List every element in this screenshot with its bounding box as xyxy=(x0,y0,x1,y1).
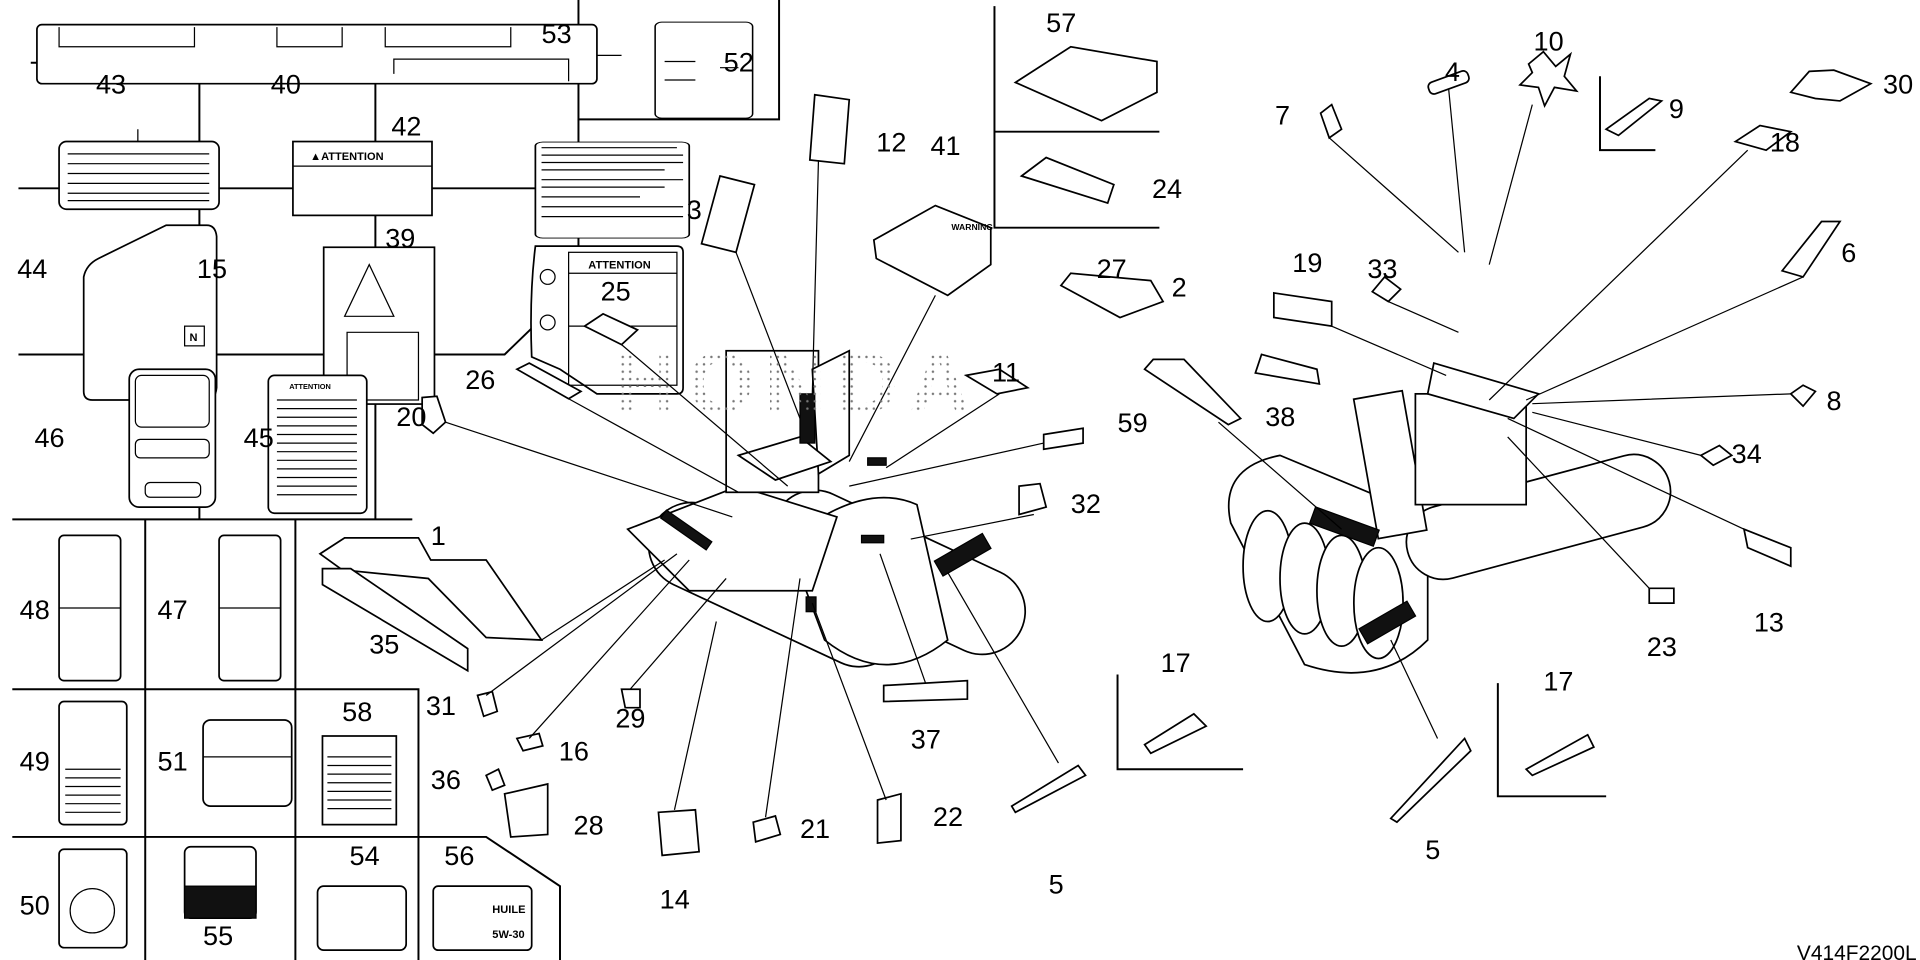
callout-22: 22 xyxy=(933,801,963,832)
callout-23: 23 xyxy=(1647,631,1677,662)
callout-49: 49 xyxy=(20,745,50,776)
callout-7: 7 xyxy=(1275,99,1290,130)
label-55 xyxy=(183,845,257,920)
callout-17: 17 xyxy=(1161,647,1191,678)
callout-46: 46 xyxy=(34,422,64,453)
callout-26: 26 xyxy=(465,364,495,395)
callout-53: 53 xyxy=(542,18,572,49)
neutral-text-44: N xyxy=(190,332,198,344)
callout-32: 32 xyxy=(1071,488,1101,519)
callout-55: 55 xyxy=(203,920,233,951)
callout-42: 42 xyxy=(391,110,421,141)
callout-45: 45 xyxy=(244,422,274,453)
label-42 xyxy=(534,141,691,239)
callout-18: 18 xyxy=(1770,126,1800,157)
callout-47: 47 xyxy=(158,594,188,625)
callout-15: 15 xyxy=(197,253,227,284)
label-45: ATTENTION xyxy=(267,374,368,515)
callout-59: 59 xyxy=(1118,407,1148,438)
callout-17: 17 xyxy=(1543,665,1573,696)
callout-44: 44 xyxy=(17,253,47,284)
callout-10: 10 xyxy=(1534,25,1564,56)
snowblower-rear-view xyxy=(1227,361,1672,674)
attention-text-39: ATTENTION xyxy=(588,259,650,271)
callout-50: 50 xyxy=(20,889,50,920)
label-58 xyxy=(321,735,398,826)
callout-25: 25 xyxy=(601,275,631,306)
callout-54: 54 xyxy=(350,840,380,871)
label-43 xyxy=(58,129,220,211)
callout-3: 3 xyxy=(687,194,702,225)
label-50 xyxy=(58,848,128,949)
honda-watermark: HONDA xyxy=(615,335,980,431)
callout-21: 21 xyxy=(800,813,830,844)
label-52 xyxy=(654,21,754,119)
callout-38: 38 xyxy=(1265,401,1295,432)
attention-text-40: ▲ATTENTION xyxy=(310,151,383,163)
callout-14: 14 xyxy=(660,883,690,914)
callout-41: 41 xyxy=(930,130,960,161)
callout-35: 35 xyxy=(369,629,399,660)
label-53-strip xyxy=(36,23,622,85)
label-46 xyxy=(128,368,217,508)
attention-text-45: ATTENTION xyxy=(289,382,331,391)
label-51 xyxy=(202,719,293,808)
callout-6: 6 xyxy=(1841,237,1856,268)
callout-2: 2 xyxy=(1172,272,1187,303)
callout-16: 16 xyxy=(559,736,589,767)
callout-27: 27 xyxy=(1097,253,1127,284)
callout-20: 20 xyxy=(396,401,426,432)
label-54 xyxy=(316,885,408,952)
callout-52: 52 xyxy=(724,46,754,77)
callout-31: 31 xyxy=(426,690,456,721)
callout-5: 5 xyxy=(1049,869,1064,900)
oil-grade-text-56: 5W-30 xyxy=(492,929,524,941)
label-47 xyxy=(218,534,282,682)
callout-5: 5 xyxy=(1425,834,1440,865)
callout-34: 34 xyxy=(1732,438,1762,469)
callout-56: 56 xyxy=(444,840,474,871)
callout-4: 4 xyxy=(1445,56,1460,87)
callout-1: 1 xyxy=(431,520,446,551)
warning-text-41: WARNING xyxy=(951,222,993,232)
callout-19: 19 xyxy=(1292,247,1322,278)
callout-58: 58 xyxy=(342,696,372,727)
oil-text-56: HUILE xyxy=(492,904,525,916)
callout-13: 13 xyxy=(1754,606,1784,637)
label-48 xyxy=(58,534,122,682)
label-44: N xyxy=(82,224,218,401)
callout-43: 43 xyxy=(96,69,126,100)
callout-11: 11 xyxy=(992,357,1020,388)
callout-51: 51 xyxy=(158,745,188,776)
callout-33: 33 xyxy=(1367,253,1397,284)
callout-36: 36 xyxy=(431,764,461,795)
callout-24: 24 xyxy=(1152,173,1182,204)
callout-57: 57 xyxy=(1046,7,1076,38)
callout-28: 28 xyxy=(574,809,604,840)
loose-decals: WARNING xyxy=(318,45,1873,857)
label-41-warning: WARNING xyxy=(872,204,993,297)
callout-30: 30 xyxy=(1883,69,1913,100)
callout-40: 40 xyxy=(271,69,301,100)
callout-9: 9 xyxy=(1669,93,1684,124)
label-56: HUILE 5W-30 xyxy=(432,885,533,952)
callout-37: 37 xyxy=(911,723,941,754)
callout-12: 12 xyxy=(876,126,906,157)
snowblower-front-view xyxy=(626,349,1027,668)
callout-8: 8 xyxy=(1826,385,1841,416)
callout-29: 29 xyxy=(615,702,645,733)
label-40: ▲ATTENTION xyxy=(292,140,433,217)
label-49 xyxy=(58,700,128,826)
leader-lines xyxy=(445,88,1804,818)
callout-39: 39 xyxy=(385,222,415,253)
diagram-code: V414F2200L xyxy=(1797,942,1917,960)
callout-48: 48 xyxy=(20,594,50,625)
